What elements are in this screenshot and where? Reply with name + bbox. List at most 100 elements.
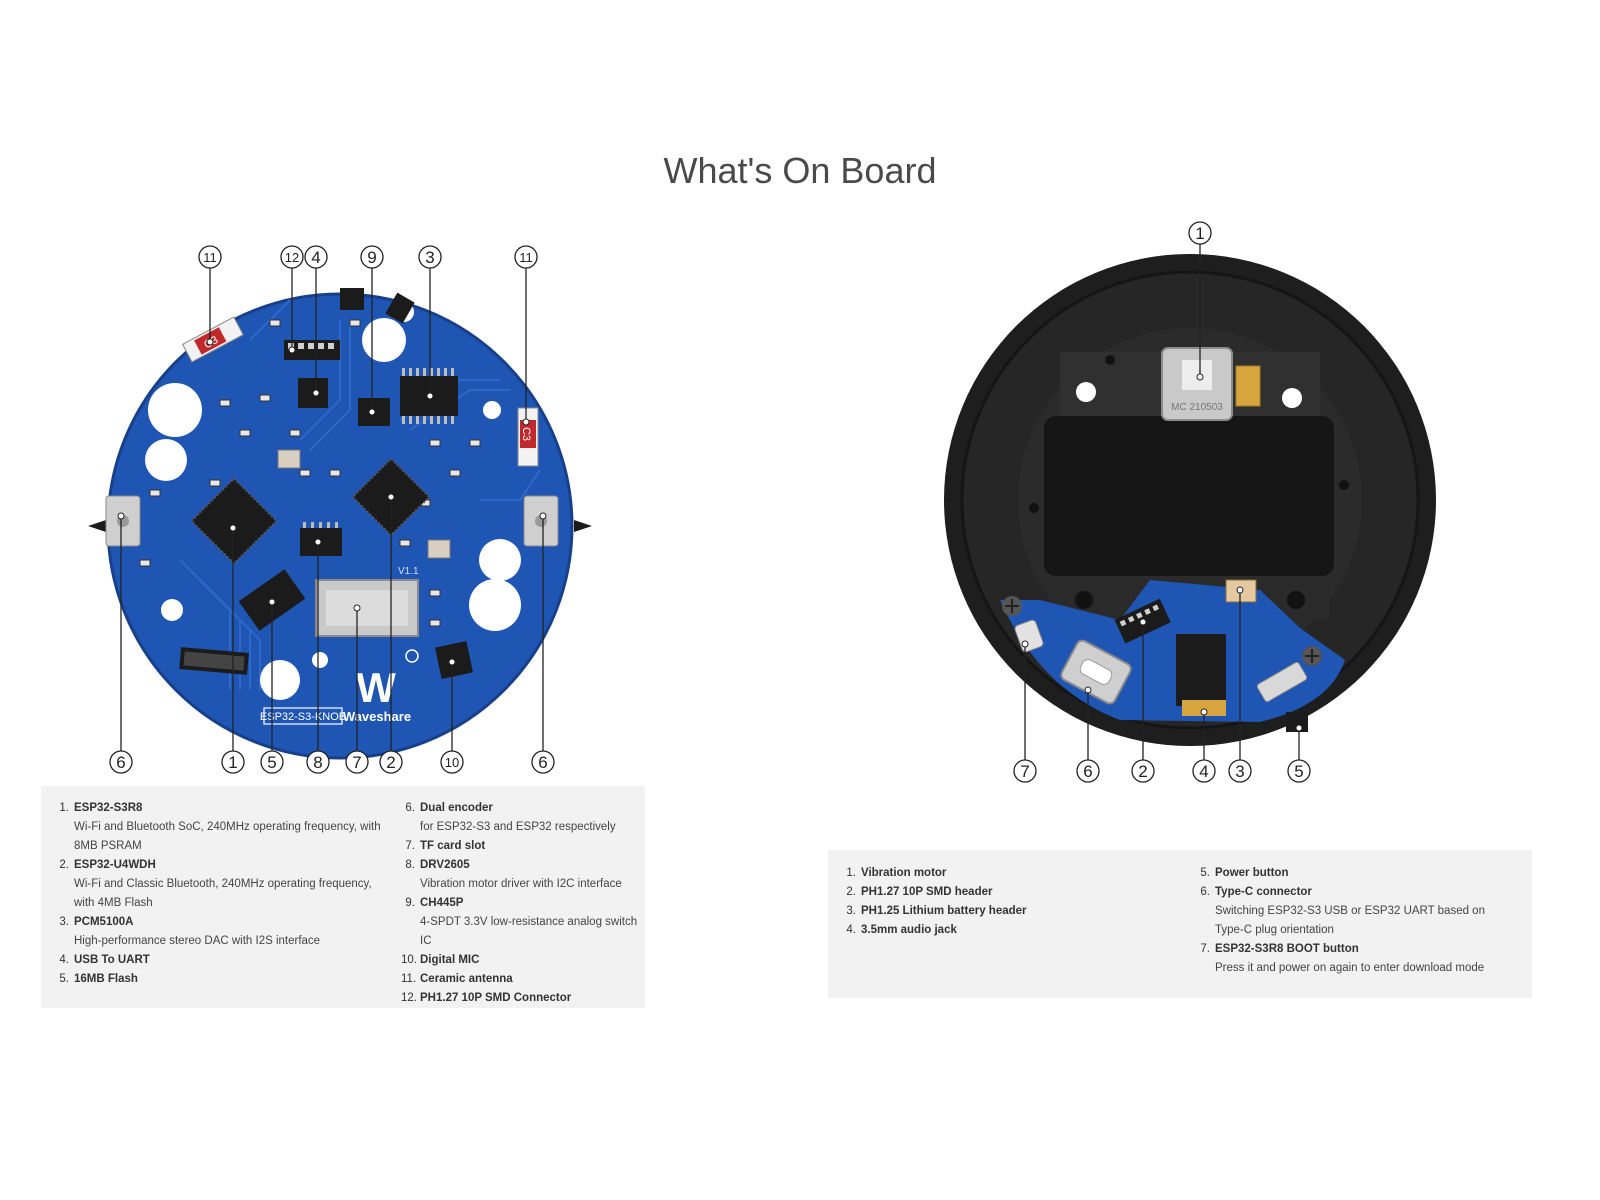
bracket-hole <box>1287 591 1305 609</box>
rear-leader-lines <box>1024 244 1300 760</box>
callout-5: 5 <box>260 750 284 774</box>
screw <box>1002 596 1022 616</box>
legend-desc: Vibration motor driver with I2C interfac… <box>420 878 622 890</box>
legend-item: 4. USB To UART <box>55 951 395 970</box>
legend-name: Type-C connector <box>1215 886 1312 898</box>
legend-name: PH1.25 Lithium battery header <box>861 905 1027 917</box>
legend-name: USB To UART <box>74 954 150 966</box>
legend-desc: 4-SPDT 3.3V low-resistance analog switch… <box>420 916 638 947</box>
battery-cavity <box>1044 416 1334 576</box>
mounting-holes <box>145 302 521 700</box>
waveshare-logo: W <box>356 649 419 711</box>
callout-label: 6 <box>1083 762 1092 781</box>
encoder-right <box>523 495 559 547</box>
callout-label: 3 <box>425 248 434 267</box>
callout-11-right: 11 <box>514 245 538 269</box>
callout-3: 3 <box>418 245 442 269</box>
callout-2: 2 <box>379 750 403 774</box>
legend-item: 11.Ceramic antenna <box>401 970 641 989</box>
legend-num: 6. <box>1200 886 1210 898</box>
page-title: What's On Board <box>663 150 937 191</box>
callout-label: 4 <box>311 248 320 267</box>
callout-label: 1 <box>1195 224 1204 243</box>
callout-4: 4 <box>304 245 328 269</box>
esp32-s3r8-chip <box>190 477 278 565</box>
legend-name: TF card slot <box>420 840 486 852</box>
type-c-connector <box>1060 639 1132 705</box>
legend-item: 5.16MB Flash <box>55 970 395 989</box>
legend-name: Power button <box>1215 867 1289 879</box>
waveshare-logo-mark: W <box>356 664 396 711</box>
callout-label: 10 <box>445 755 459 770</box>
legend-name: PCM5100A <box>74 916 134 928</box>
callout-label: 4 <box>1199 762 1208 781</box>
callout-1: 1 <box>221 750 245 774</box>
legend-item: 7. TF card slot <box>401 837 641 856</box>
callout-10: 10 <box>440 750 464 774</box>
rear-callout-7: 7 <box>1013 759 1037 783</box>
ph127-connector <box>284 340 340 360</box>
legend-num: 10. <box>401 954 417 966</box>
legend-name: Vibration motor <box>861 867 947 879</box>
legend-item: 3.PH1.25 Lithium battery header <box>842 902 1182 921</box>
legend-desc: Wi-Fi and Classic Bluetooth, 240MHz oper… <box>74 878 372 909</box>
antenna-right-label: C3 <box>520 427 532 441</box>
legend-num: 7. <box>405 840 415 852</box>
legend-name: PH1.27 10P SMD header <box>861 886 993 898</box>
legend-num: 7. <box>1200 943 1210 955</box>
legend-item: 10.Digital MIC <box>401 951 641 970</box>
legend-num: 3. <box>59 916 69 928</box>
callout-label: 7 <box>352 753 361 772</box>
rear-callout-2: 2 <box>1131 759 1155 783</box>
right-encoder-pointer <box>574 520 592 532</box>
callout-9: 9 <box>360 245 384 269</box>
legend-name: ESP32-S3R8 <box>74 802 143 814</box>
board-brand-silkscreen: Waveshare <box>343 709 411 724</box>
legend-num: 2. <box>846 886 856 898</box>
legend-name: CH445P <box>420 897 464 909</box>
legend-name: DRV2605 <box>420 859 470 871</box>
callout-label: 11 <box>203 250 217 265</box>
model-label-box <box>263 707 343 725</box>
callout-7: 7 <box>345 750 369 774</box>
rear-leader-dots <box>1021 373 1303 732</box>
board-version: V1.1 <box>398 566 419 577</box>
legend-num: 4. <box>59 954 69 966</box>
legend-desc: Press it and power on again to enter dow… <box>1215 962 1485 974</box>
legend-num: 1. <box>846 867 856 879</box>
motor-label: MC 210503 <box>1171 402 1223 413</box>
legend-desc: for ESP32-S3 and ESP32 respectively <box>420 821 616 833</box>
legend-desc: High-performance stereo DAC with I2S int… <box>74 935 321 947</box>
callout-label: 11 <box>519 250 533 265</box>
legend-num: 2. <box>59 859 69 871</box>
legend-num: 1. <box>59 802 69 814</box>
crystal <box>277 449 301 469</box>
bracket-hole <box>1075 591 1093 609</box>
legend-name: 3.5mm audio jack <box>861 924 957 936</box>
legend-item: 1. Vibration motor <box>842 864 1182 883</box>
rear-callout-5: 5 <box>1287 759 1311 783</box>
legend-desc: Wi-Fi and Bluetooth SoC, 240MHz operatin… <box>74 821 381 852</box>
vibration-motor: MC 210503 <box>1161 347 1261 421</box>
callout-6-left: 6 <box>109 750 133 774</box>
rear-callout-3: 3 <box>1228 759 1252 783</box>
tf-card-slot: V1.1 <box>315 566 419 637</box>
bracket-hole <box>1282 388 1302 408</box>
callout-label: 5 <box>1294 762 1303 781</box>
top-transistor <box>340 288 364 310</box>
callout-label: 8 <box>313 753 322 772</box>
legend-item: 3. PCM5100A High-performance stereo DAC wi… <box>55 913 395 951</box>
rear-callout-4: 4 <box>1192 759 1216 783</box>
legend-name: PH1.27 10P SMD Connector <box>420 992 572 1004</box>
legend-item: 4.3.5mm audio jack <box>842 921 1182 940</box>
top-transistor <box>385 292 415 324</box>
